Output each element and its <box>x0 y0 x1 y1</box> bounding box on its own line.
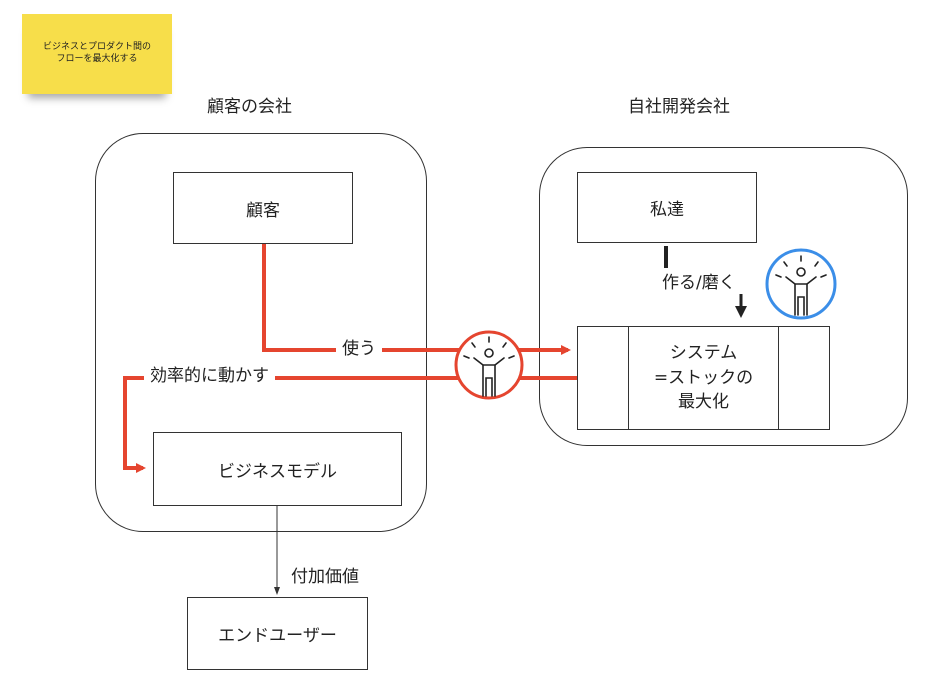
system-node-line-1: システム <box>669 343 738 364</box>
use-arrow[interactable] <box>262 244 571 355</box>
customer-node-label: 顧客 <box>246 200 280 221</box>
operate-efficiently-edge-label: 効率的に動かす <box>144 366 275 387</box>
us-node[interactable]: 私達 <box>577 172 757 243</box>
sticky-note[interactable]: ビジネスとプロダクト間の フローを最大化する <box>22 14 172 94</box>
own-company-title: 自社開発会社 <box>628 97 730 117</box>
system-node-right-bar <box>778 327 779 429</box>
use-edge-label: 使う <box>336 339 382 360</box>
business-model-node-label: ビジネスモデル <box>218 461 337 482</box>
customer-company-group[interactable] <box>95 133 427 532</box>
sticky-note-line-2: フローを最大化する <box>56 54 138 64</box>
business-model-node[interactable]: ビジネスモデル <box>153 432 402 506</box>
end-user-node[interactable]: エンドユーザー <box>187 597 368 670</box>
person-arms-out-icon[interactable] <box>765 248 837 320</box>
end-user-node-label: エンドユーザー <box>218 626 337 646</box>
operate-efficiently-arrow[interactable] <box>123 376 577 473</box>
system-node-text: システム =ストックの 最大化 <box>654 341 753 415</box>
added-value-edge-label: 付加価値 <box>289 567 361 588</box>
system-node-line-3: 最大化 <box>678 392 729 413</box>
person-arms-out-icon[interactable] <box>454 330 524 400</box>
own-company-group[interactable] <box>539 147 908 446</box>
system-node[interactable]: システム =ストックの 最大化 <box>577 326 830 430</box>
customer-node[interactable]: 顧客 <box>173 172 353 244</box>
system-node-left-bar <box>628 327 629 429</box>
system-node-line-2: =ストックの <box>653 367 754 388</box>
make-polish-edge-label: 作る/磨く <box>660 273 738 294</box>
customer-company-title: 顧客の会社 <box>207 97 292 117</box>
sticky-note-line-1: ビジネスとプロダクト間の <box>42 42 151 53</box>
us-node-label: 私達 <box>650 200 684 220</box>
